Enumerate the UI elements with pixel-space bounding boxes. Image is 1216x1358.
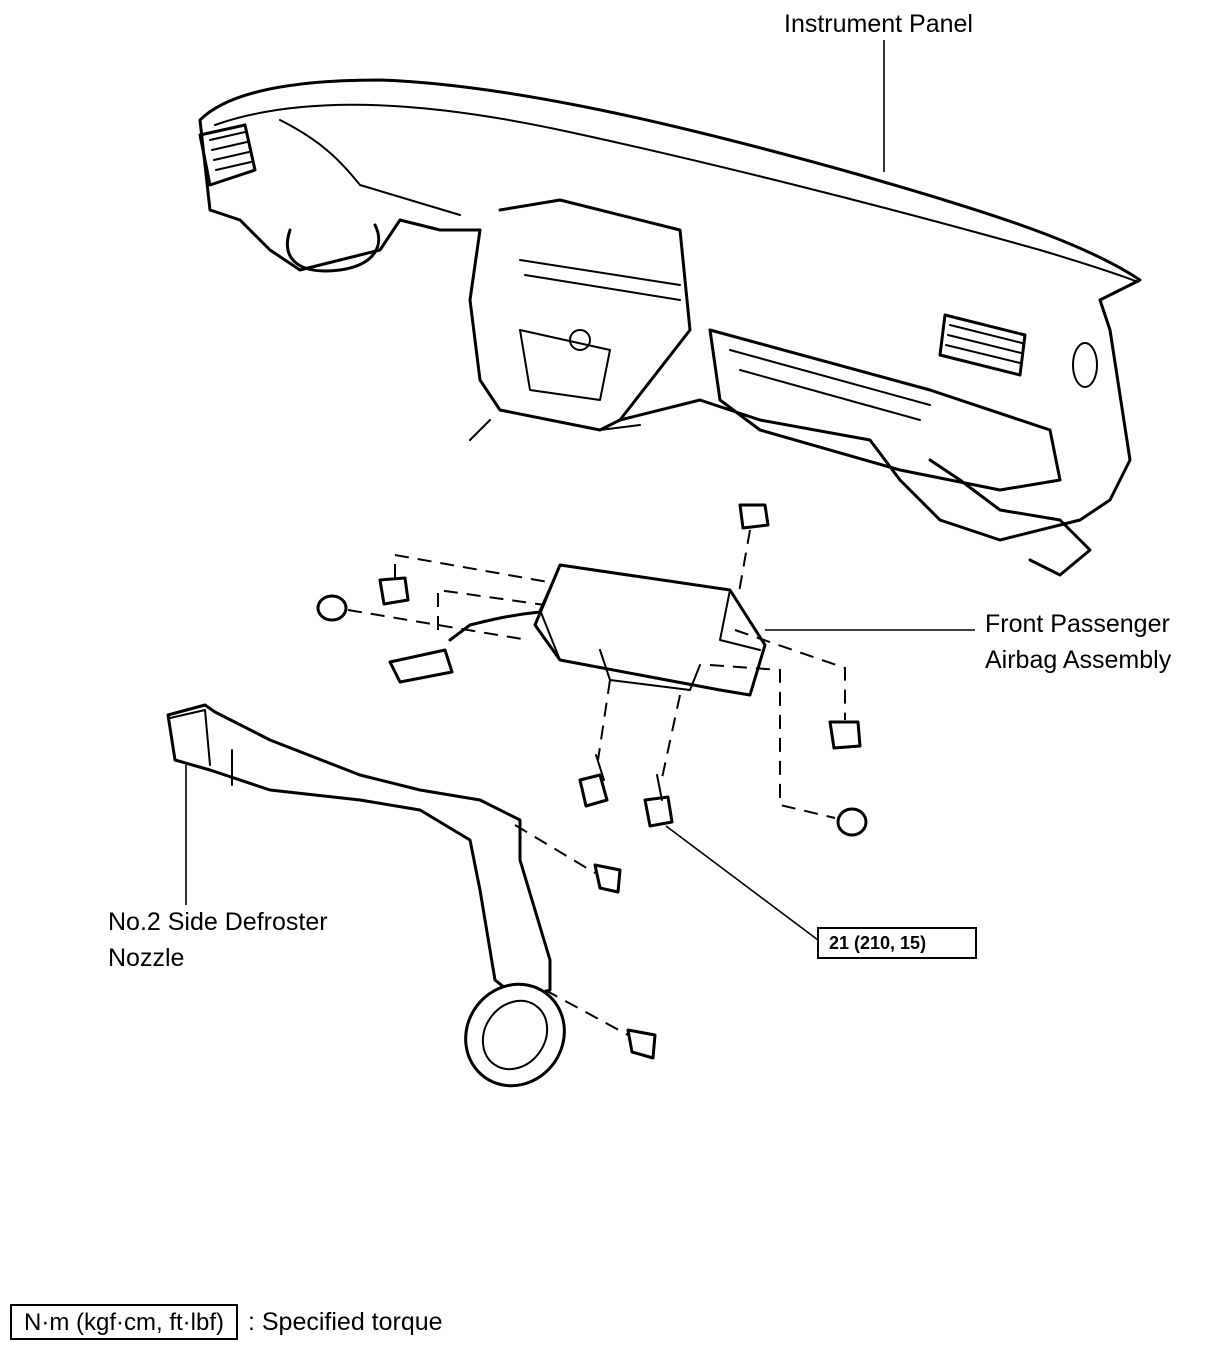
instrument-panel — [198, 78, 1142, 577]
airbag-label-line1: Front Passenger — [985, 610, 1170, 638]
airbag-assembly-label: Front Passenger Airbag Assembly — [985, 606, 1171, 678]
leader-torque — [665, 825, 819, 941]
side-defroster-nozzle — [166, 703, 566, 1088]
legend-description: : Specified torque — [247, 1307, 443, 1336]
fasteners — [316, 503, 868, 1060]
defroster-nozzle-label: No.2 Side Defroster Nozzle — [108, 904, 328, 976]
defroster-label-line1: No.2 Side Defroster — [108, 908, 328, 936]
assembly-guide-lines — [347, 529, 846, 1036]
legend-unit-box: N·m (kgf·cm, ft·lbf) — [10, 1304, 238, 1340]
airbag-assembly — [388, 563, 767, 697]
airbag-label-line2: Airbag Assembly — [985, 646, 1172, 674]
torque-spec-box: 21 (210, 15) — [817, 927, 977, 959]
defroster-label-line2: Nozzle — [108, 944, 185, 972]
torque-legend: N·m (kgf·cm, ft·lbf) : Specified torque — [10, 1302, 443, 1342]
instrument-panel-label: Instrument Panel — [784, 10, 973, 38]
